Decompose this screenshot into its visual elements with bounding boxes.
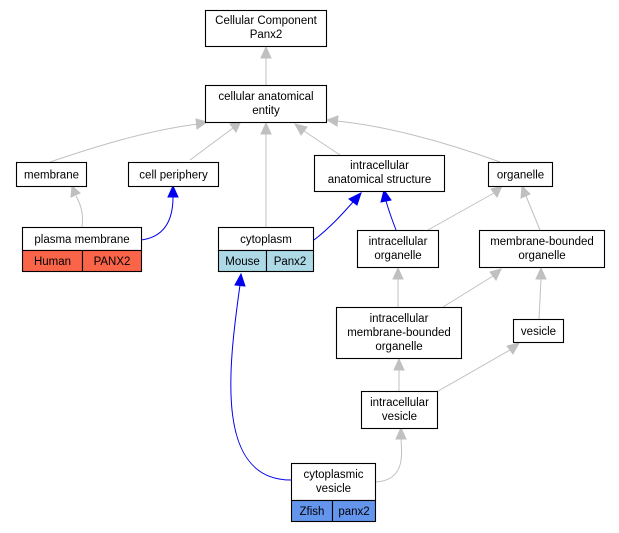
arrowhead-cytoplasm (234, 272, 246, 287)
arrowhead-cae-4 (294, 123, 308, 136)
annotation-species-zfish: Zfish (300, 506, 325, 518)
node-vesicle-label: vesicle (521, 326, 556, 338)
edge-iorg-to-ias (385, 200, 397, 231)
arrowhead-membrane (70, 184, 81, 198)
node-iorg-line-2: organelle (374, 250, 421, 262)
arrowhead-cae-3 (260, 121, 272, 135)
arrowhead-vesicle (506, 342, 520, 355)
node-intracellular-vesicle[interactable]: intracellular vesicle (360, 390, 439, 430)
arrowhead-imbo (393, 357, 405, 371)
arrowhead-cae-5 (325, 115, 339, 127)
arrowhead-ias-1 (348, 192, 362, 206)
edge-periphery-to-cae (189, 127, 234, 161)
edges (49, 45, 547, 483)
arrowhead-ias-2 (380, 188, 392, 203)
annotation-human: Human (21, 249, 84, 273)
edge-ives-to-vesicle (432, 349, 511, 395)
annotation-panx2-mouse: Panx2 (265, 249, 315, 273)
node-root-line-2: Panx2 (250, 29, 283, 41)
node-intracellular-membrane-bounded-organelle[interactable]: intracellular membrane-bounded organelle (335, 306, 463, 360)
edge-membrane-to-cae (49, 123, 199, 163)
node-mbo-line-2: organelle (518, 250, 565, 262)
annotation-mouse: Mouse (217, 249, 268, 273)
annotation-gene-zfish: panx2 (338, 506, 369, 518)
edge-organelle-to-cae (335, 120, 501, 163)
node-membrane-label: membrane (24, 170, 79, 182)
annotation-panx2-zfish: panx2 (331, 499, 377, 523)
edge-vesicle-to-mbo (538, 278, 542, 320)
node-cytoplasm[interactable]: cytoplasm Mouse Panx2 (217, 226, 315, 273)
arrowhead-ives (395, 426, 407, 440)
arrowhead-cae-1 (195, 118, 209, 130)
node-cytoplasm-label: cytoplasm (240, 234, 292, 246)
node-ives-line-1: intracellular (370, 397, 429, 409)
node-plasma-label: plasma membrane (34, 234, 129, 246)
annotation-gene-human: PANX2 (94, 256, 131, 268)
edge-iorg-to-organelle (427, 192, 495, 231)
node-plasma-membrane[interactable]: plasma membrane Human PANX2 (21, 226, 143, 273)
node-vesicle[interactable]: vesicle (512, 318, 565, 344)
arrowhead-mbo-1 (489, 268, 502, 281)
node-cae-line-1: cellular anatomical (218, 91, 313, 103)
node-ives-line-2: vesicle (382, 411, 417, 423)
node-imbo-line-3: organelle (375, 341, 422, 353)
node-cves-line-1: cytoplasmic (303, 469, 363, 481)
node-imbo-line-1: intracellular (370, 313, 429, 325)
annotation-gene-mouse: Panx2 (274, 256, 307, 268)
arrowhead-mbo-2 (535, 266, 547, 280)
edge-plasma-to-periphery (140, 196, 174, 241)
node-cellular-anatomical-entity[interactable]: cellular anatomical entity (204, 84, 328, 124)
annotation-zfish: Zfish (290, 499, 334, 523)
node-periphery-label: cell periphery (139, 170, 208, 182)
arrowhead-periphery (167, 184, 179, 198)
arrowhead-root (260, 45, 272, 59)
annotation-panx2-human: PANX2 (81, 249, 143, 273)
node-organelle[interactable]: organelle (487, 161, 554, 188)
node-cae-line-2: entity (252, 105, 280, 117)
node-membrane[interactable]: membrane (15, 161, 88, 188)
node-mbo-line-1: membrane-bounded (490, 236, 594, 248)
node-membrane-bounded-organelle[interactable]: membrane-bounded organelle (478, 229, 606, 269)
edge-ias-to-cae (303, 130, 341, 156)
node-cytoplasmic-vesicle[interactable]: cytoplasmic vesicle Zfish panx2 (290, 462, 377, 523)
node-cellular-component-panx2[interactable]: Cellular Component Panx2 (204, 9, 328, 48)
annotation-species-human: Human (34, 256, 71, 268)
node-imbo-line-2: membrane-bounded (347, 327, 451, 339)
node-intracellular-anatomical-structure[interactable]: intracellular anatomical structure (313, 154, 446, 193)
node-organelle-label: organelle (497, 170, 544, 182)
edge-cytoplasm-to-ias (313, 201, 354, 241)
node-ias-line-1: intracellular (350, 160, 409, 172)
edge-plasma-to-membrane (75, 195, 83, 228)
node-intracellular-organelle[interactable]: intracellular organelle (356, 229, 440, 269)
node-cell-periphery[interactable]: cell periphery (127, 161, 220, 188)
arrowhead-organelle-1 (490, 185, 503, 198)
arrowhead-iorg (392, 266, 404, 280)
node-root-line-1: Cellular Component (215, 15, 317, 27)
edge-cves-to-cytoplasm (230, 284, 292, 481)
annotation-species-mouse: Mouse (225, 256, 260, 268)
arrowhead-organelle-2 (520, 184, 531, 199)
node-ias-line-2: anatomical structure (328, 174, 432, 186)
edge-imbo-to-mbo (442, 275, 494, 308)
node-cves-line-2: vesicle (316, 483, 351, 495)
edge-cves-to-ives (375, 438, 403, 483)
edge-mbo-to-organelle (525, 195, 541, 231)
node-iorg-line-1: intracellular (369, 236, 428, 248)
